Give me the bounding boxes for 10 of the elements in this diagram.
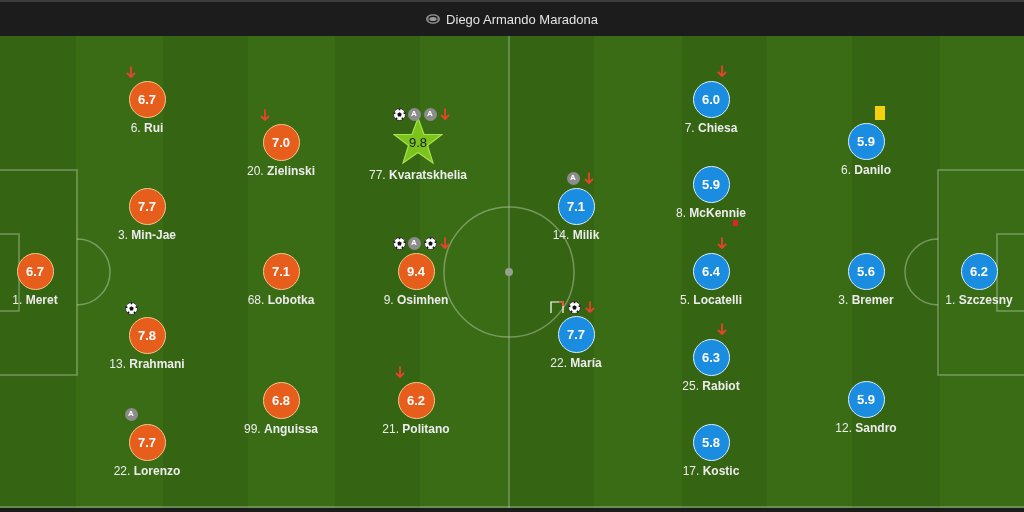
player-name: 22. Lorenzo	[113, 464, 181, 478]
player-name: 3. Min-Jae	[118, 228, 176, 242]
player-name: 1. Szczesny	[945, 293, 1013, 307]
stadium-title: Diego Armando Maradona	[446, 12, 598, 26]
player-name: 12. Sandro	[835, 421, 897, 435]
player-name: 6. Rui	[130, 121, 164, 135]
player-name: 6. Danilo	[841, 163, 891, 177]
player-name: 1. Meret	[12, 293, 58, 307]
player-name: 13. Rrahmani	[109, 357, 185, 371]
player-name: 3. Bremer	[838, 293, 894, 307]
